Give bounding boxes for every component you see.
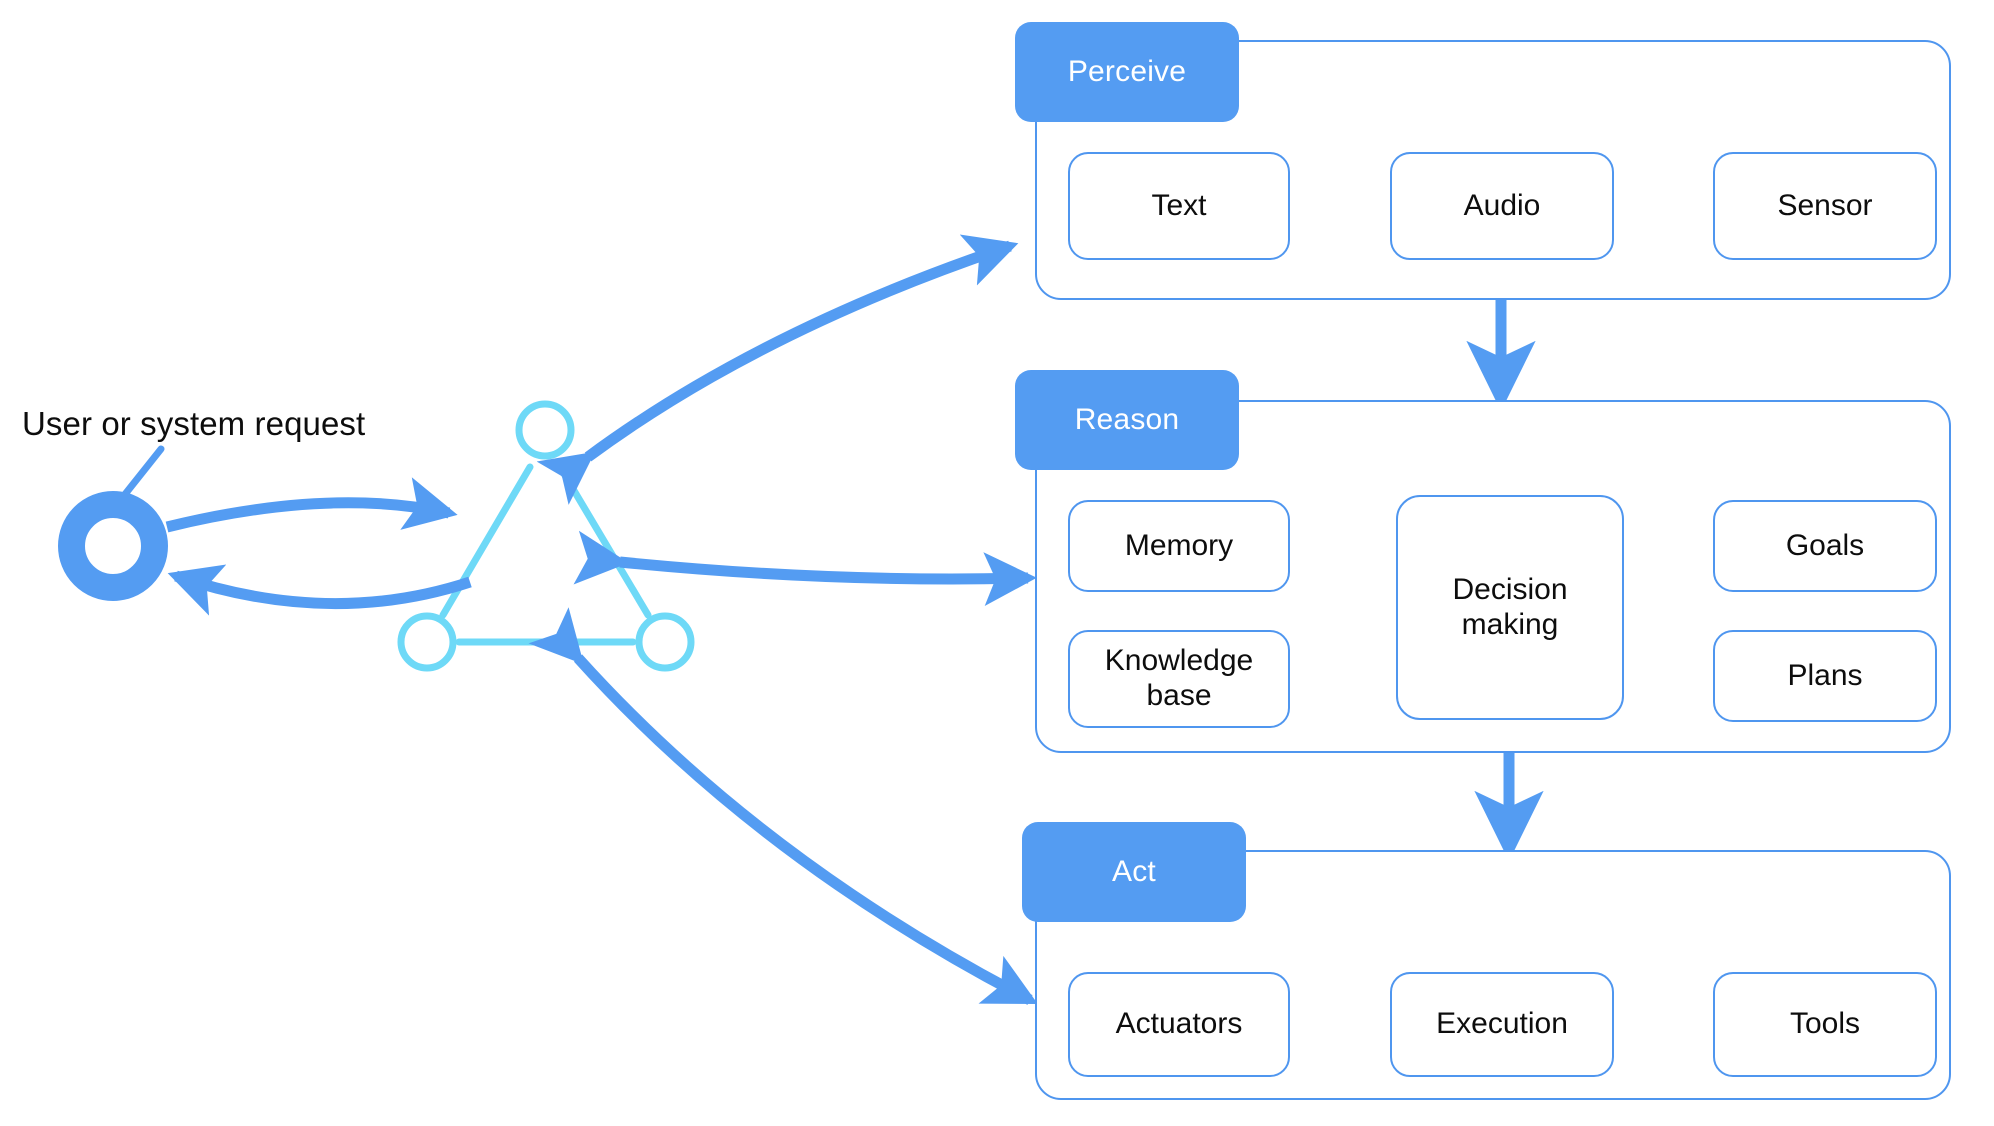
reason-item-decision-making[interactable]: Decision making bbox=[1396, 495, 1624, 720]
triangle-edge-right bbox=[556, 463, 652, 619]
act-item-execution[interactable]: Execution bbox=[1390, 972, 1614, 1077]
request-label: User or system request bbox=[22, 405, 366, 442]
perceive-item-audio[interactable]: Audio bbox=[1390, 152, 1614, 260]
agent-node-bottom-right[interactable] bbox=[635, 612, 695, 672]
connector-agent-to-request bbox=[167, 564, 472, 616]
reason-item-plans[interactable]: Plans bbox=[1713, 630, 1937, 722]
agent-node-bottom-left[interactable] bbox=[397, 612, 457, 672]
perceive-item-text[interactable]: Text bbox=[1068, 152, 1290, 260]
act-tab[interactable]: Act bbox=[1022, 822, 1246, 922]
agent-node-top[interactable] bbox=[515, 400, 575, 460]
perceive-item-sensor[interactable]: Sensor bbox=[1713, 152, 1937, 260]
act-item-actuators[interactable]: Actuators bbox=[1068, 972, 1290, 1077]
request-donut[interactable] bbox=[58, 491, 168, 601]
reason-item-decision-making-label: Decision making bbox=[1452, 572, 1568, 641]
perceive-tab[interactable]: Perceive bbox=[1015, 22, 1239, 122]
reason-tab[interactable]: Reason bbox=[1015, 370, 1239, 470]
reason-item-goals[interactable]: Goals bbox=[1713, 500, 1937, 592]
connector-agent-act bbox=[528, 607, 1038, 1005]
reason-item-memory[interactable]: Memory bbox=[1068, 500, 1290, 592]
request-label-leader bbox=[118, 445, 165, 502]
agent-triangle[interactable] bbox=[397, 400, 695, 672]
reason-item-knowledge-base-label: Knowledge base bbox=[1104, 644, 1254, 712]
triangle-edge-left bbox=[439, 463, 534, 619]
connector-agent-reason bbox=[573, 530, 1037, 607]
act-item-tools[interactable]: Tools bbox=[1713, 972, 1937, 1077]
reason-item-knowledge-base[interactable]: Knowledge base bbox=[1068, 630, 1290, 728]
connector-request-to-agent bbox=[165, 477, 458, 533]
connector-agent-perceive bbox=[536, 234, 1019, 505]
